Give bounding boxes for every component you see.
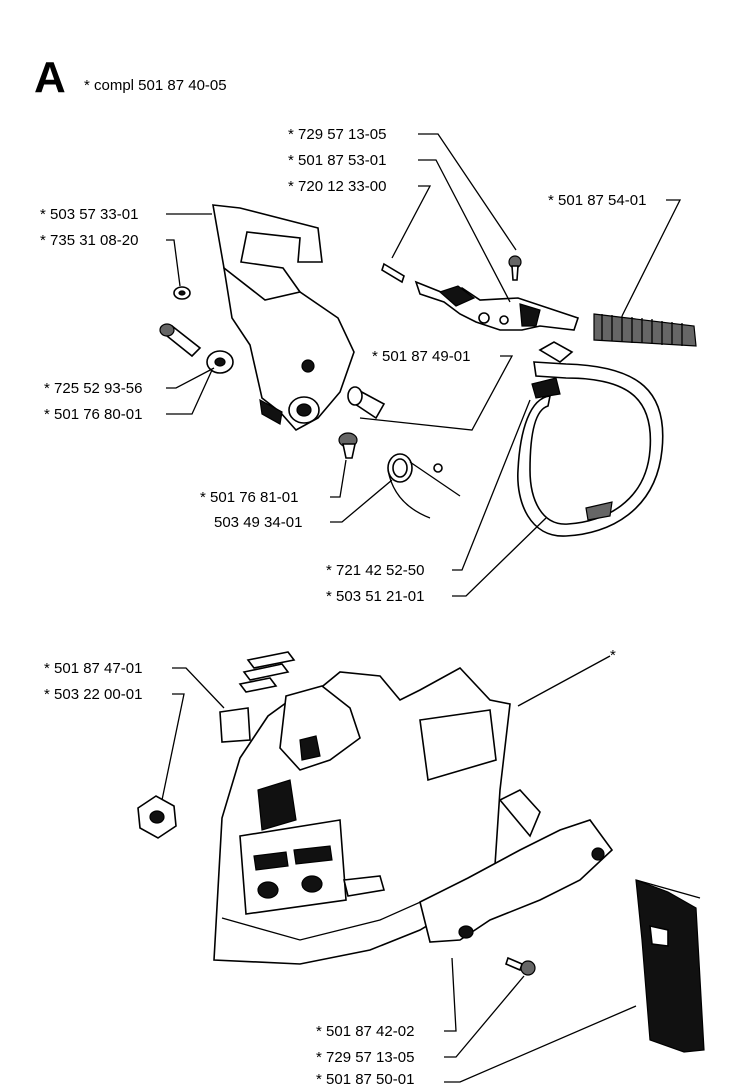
label-735-31-08-20: * 735 31 08-20 — [40, 232, 138, 249]
label-501-76-81-01: * 501 76 81-01 — [200, 489, 298, 506]
label-501-76-80-01: * 501 76 80-01 — [44, 406, 142, 423]
bottom-leader-lines — [161, 655, 637, 1083]
brake-lever — [414, 280, 580, 331]
bottom-labels: * 501 87 47-01 * 503 22 00-01 * * 501 87… — [44, 647, 616, 1085]
label-725-52-93-56: * 725 52 93-56 — [44, 380, 142, 397]
label-503-49-34-01: 503 49 34-01 — [214, 514, 302, 531]
label-501-87-54-01: * 501 87 54-01 — [548, 192, 646, 209]
plate-screw — [505, 956, 536, 976]
label-721-42-52-50: * 721 42 52-50 — [326, 562, 424, 579]
label-503-22-00-01: * 503 22 00-01 — [44, 686, 142, 703]
label-501-87-42-02: * 501 87 42-02 — [316, 1023, 414, 1040]
side-plate — [419, 789, 614, 943]
coil-spring — [593, 313, 697, 347]
section-letter: A — [34, 53, 66, 102]
torsion-spring — [387, 453, 461, 519]
assembly-note: * compl 501 87 40-05 — [84, 77, 227, 94]
pivot-pin — [347, 386, 386, 420]
label-720-12-33-00: * 720 12 33-00 — [288, 178, 386, 195]
clutch-cover-body — [213, 666, 511, 965]
spring-clip — [219, 651, 296, 743]
label-729-57-13-05-top: * 729 57 13-05 — [288, 126, 386, 143]
top-leader-lines — [166, 133, 682, 597]
retaining-ring — [173, 286, 191, 300]
pivot-screw — [159, 323, 202, 358]
label-501-87-47-01: * 501 87 47-01 — [44, 660, 142, 677]
top-labels: * 729 57 13-05 * 501 87 53-01 * 720 12 3… — [40, 126, 646, 605]
label-501-87-49-01: * 501 87 49-01 — [372, 348, 470, 365]
brake-band — [517, 341, 664, 537]
brake-handle-guard — [212, 204, 355, 432]
spring-pin — [381, 262, 405, 284]
label-cover-star: * — [610, 647, 616, 664]
lever-screw — [508, 255, 522, 281]
label-503-51-21-01: * 503 51 21-01 — [326, 588, 424, 605]
label-501-87-50-01: * 501 87 50-01 — [316, 1071, 414, 1085]
label-729-57-13-05-bottom: * 729 57 13-05 — [316, 1049, 414, 1066]
cap-screw — [338, 432, 358, 459]
pivot-washer — [206, 350, 234, 374]
flange-nut — [137, 795, 177, 839]
label-501-87-53-01: * 501 87 53-01 — [288, 152, 386, 169]
label-503-57-33-01: * 503 57 33-01 — [40, 206, 138, 223]
chain-cover — [635, 879, 705, 1053]
